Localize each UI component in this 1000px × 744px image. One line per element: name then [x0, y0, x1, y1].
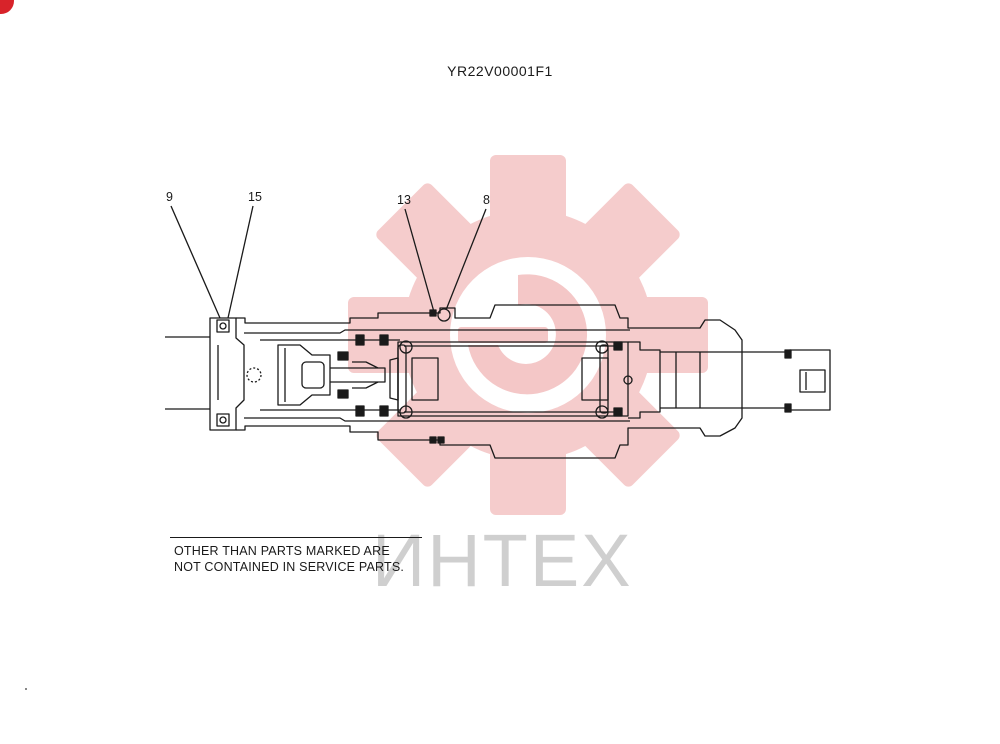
callout-15: 15	[248, 190, 262, 204]
watermark-text: ИНТЕХ	[372, 519, 633, 602]
callout-8: 8	[483, 193, 490, 207]
note-line-2: NOT CONTAINED IN SERVICE PARTS.	[174, 560, 405, 574]
seal-top-left	[216, 319, 230, 333]
note-divider	[170, 537, 422, 538]
plug-center-mark	[246, 367, 262, 383]
leader-9	[170, 205, 221, 319]
service-parts-note: OTHER THAN PARTS MARKED ARE NOT CONTAINE…	[174, 543, 404, 575]
callout-13: 13	[397, 193, 411, 207]
spring-chamber	[397, 341, 629, 417]
leader-8	[445, 208, 487, 311]
end-plug	[209, 317, 245, 431]
poppet	[277, 344, 331, 406]
scan-speck	[25, 688, 27, 690]
o-ring-8	[437, 308, 451, 322]
leader-15	[227, 205, 254, 319]
callout-9: 9	[166, 190, 173, 204]
seal-bottom-left	[216, 413, 230, 427]
leader-13	[404, 208, 435, 313]
drawing-code: YR22V00001F1	[447, 63, 553, 79]
note-line-1: OTHER THAN PARTS MARKED ARE	[174, 544, 390, 558]
